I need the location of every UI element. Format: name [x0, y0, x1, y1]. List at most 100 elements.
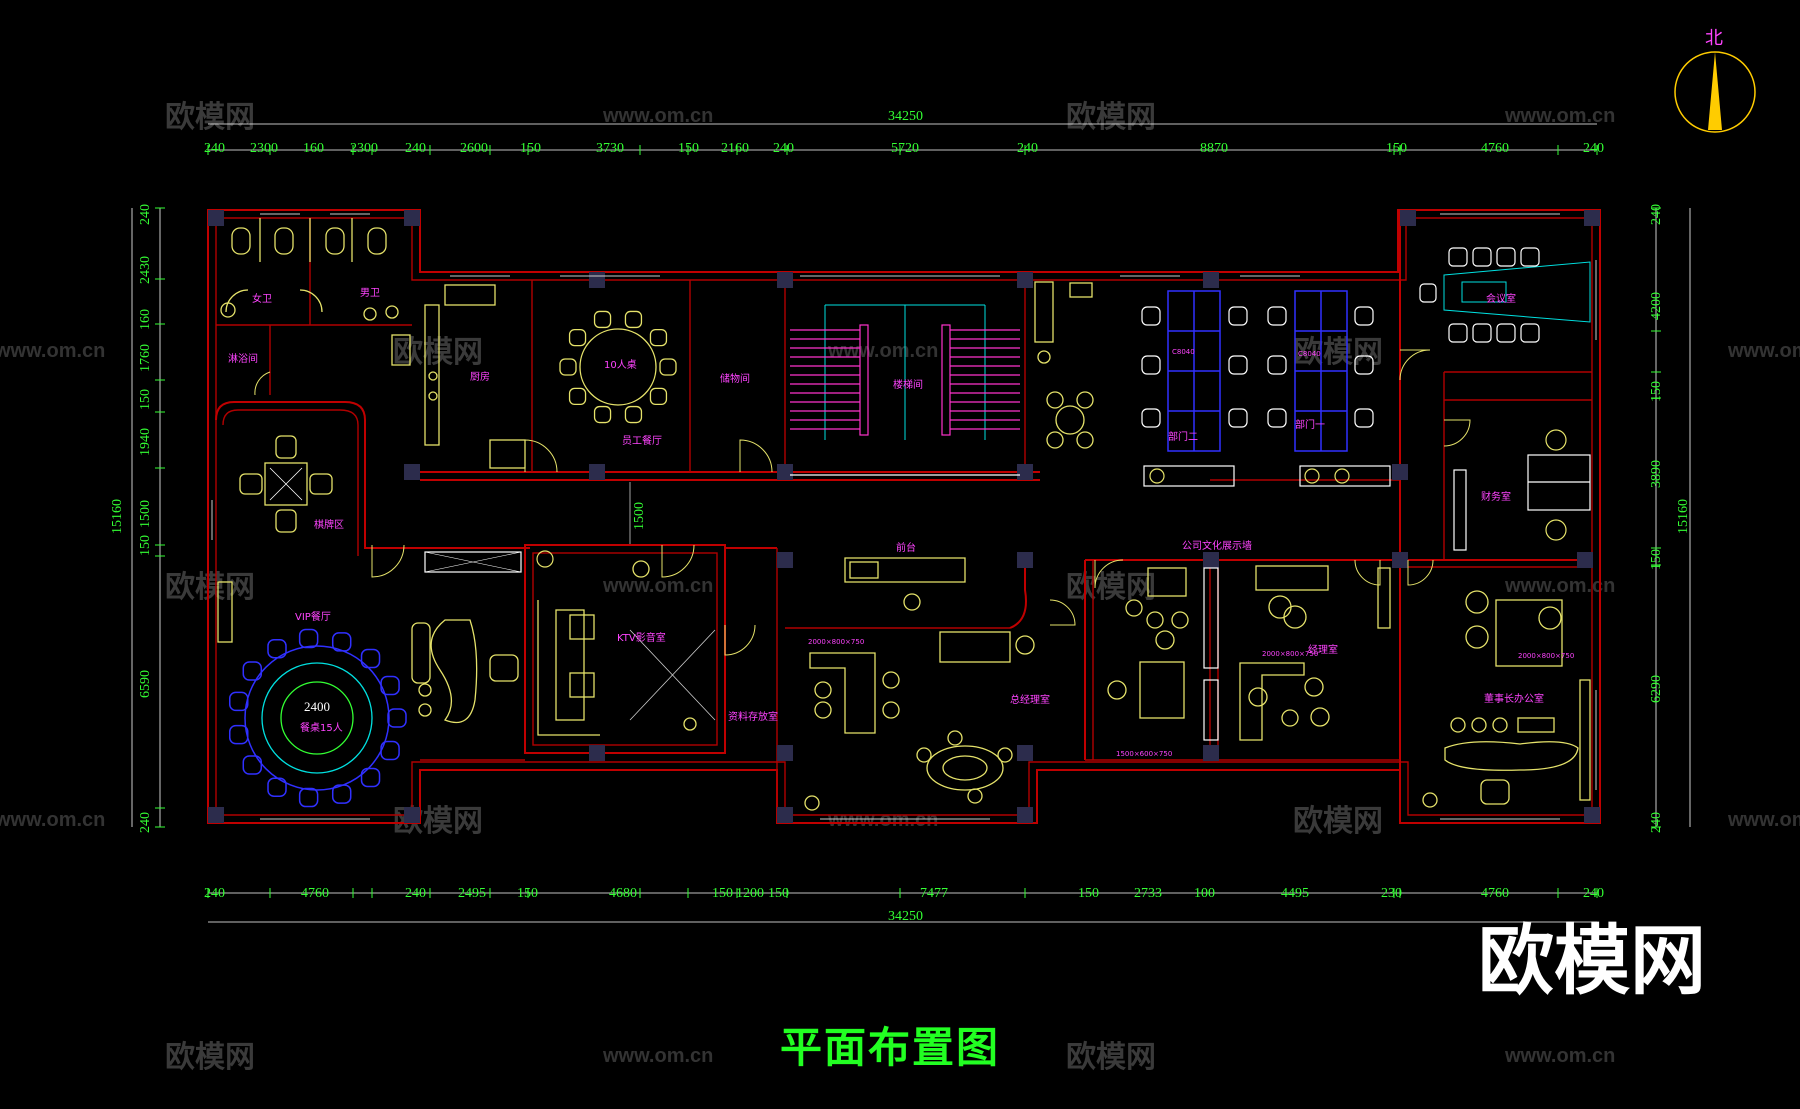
room-label-ktv: KTV影音室	[617, 631, 666, 644]
dim-label: 4680	[609, 886, 637, 901]
room-label-finance: 财务室	[1481, 490, 1511, 503]
dim-label: 2733	[1134, 886, 1162, 901]
dim-label: 150	[768, 886, 789, 901]
reception-desk	[844, 557, 966, 611]
walls	[207, 209, 1601, 824]
dim-label: 1500	[138, 500, 153, 528]
dim-label: 3890	[1649, 460, 1664, 488]
room-label-culture-wall: 公司文化展示墙	[1182, 539, 1252, 552]
right-total-dim: 15160	[1676, 499, 1691, 534]
dim-label: 240	[204, 141, 225, 156]
dim-label: 2495	[458, 886, 486, 901]
room-label-kitchen: 厨房	[470, 370, 490, 383]
left-total-dim: 15160	[110, 499, 125, 534]
watermark-url: www.om.cn	[1504, 1045, 1615, 1067]
office-lounge	[1034, 281, 1094, 449]
vip-sofa	[217, 581, 519, 724]
dim-label: 150	[517, 886, 538, 901]
watermark-text: 欧模网	[1066, 570, 1156, 605]
top-total-dim: 34250	[888, 109, 923, 124]
dim-label: 240	[1649, 812, 1664, 833]
dim-label: 4760	[1481, 141, 1509, 156]
conference-table	[1443, 261, 1591, 323]
room-label-vip: VIP餐厅	[295, 610, 331, 623]
desk-size-note: 2000×800×750	[1262, 650, 1318, 658]
watermark-url: www.om.cn	[827, 809, 938, 831]
desk-size-note: 2000×800×750	[1518, 652, 1574, 660]
watermark-url: www.om.cn	[1727, 809, 1800, 831]
ktv-seating	[537, 560, 716, 736]
desk-size-note: 1500×600×750	[1116, 750, 1172, 758]
dim-label: 150	[1386, 141, 1407, 156]
dimension-ticks	[155, 145, 1661, 898]
dim-label: 240	[405, 141, 426, 156]
room-label-storage: 储物间	[720, 372, 750, 385]
watermark-url: www.om.cn	[0, 809, 105, 831]
dim-label: 150	[520, 141, 541, 156]
dim-label: 6290	[1649, 675, 1664, 703]
kitchen-fixtures	[424, 284, 526, 469]
office-chairs	[1141, 306, 1374, 428]
vip-table-top	[261, 662, 373, 774]
culture-wall-fixtures	[1203, 567, 1219, 741]
dim-label: 2430	[138, 256, 153, 284]
room-label-male-wc: 男卫	[360, 287, 380, 299]
dim-label: 240	[138, 204, 153, 225]
dim-label: 240	[1649, 204, 1664, 225]
bottom-dimensions: 240 4760 240 2495 150 4680 150 1200 150 …	[204, 886, 1604, 924]
brand-logo: 欧模网	[1478, 916, 1706, 1005]
room-label-dept1: 部门一	[1295, 418, 1325, 431]
right-dimensions: 15160 240 4200 150 3890 150 6290 240	[1649, 204, 1691, 833]
dim-label: 240	[1583, 141, 1604, 156]
dim-label: 150	[138, 389, 153, 410]
north-label: 北	[1705, 28, 1723, 49]
room-label-table10: 10人桌	[604, 358, 637, 371]
room-label-female-wc: 女卫	[252, 292, 272, 305]
gm-furniture	[804, 631, 1035, 811]
dim-label: 2300	[350, 141, 378, 156]
watermark-url: www.om.cn	[602, 1045, 713, 1067]
top-dimensions: 34250 240 2300 160 2300 240 2600 150 373…	[204, 109, 1604, 156]
dimension-lines	[131, 123, 1691, 923]
room-label-chess: 棋牌区	[314, 518, 344, 531]
watermark-text: 欧模网	[165, 100, 255, 135]
round-table-10	[559, 310, 677, 424]
dim-label: 4200	[1649, 292, 1664, 320]
watermark-text: 欧模网	[1293, 804, 1383, 839]
room-label-dept2: 部门二	[1168, 430, 1198, 443]
cabinet-note: C8040	[1298, 350, 1321, 358]
dim-label: 100	[1194, 886, 1215, 901]
furniture	[217, 218, 1591, 811]
dim-label: 8870	[1200, 141, 1228, 156]
room-label-table15: 餐桌15人	[300, 721, 343, 734]
dim-label: 1760	[138, 344, 153, 372]
vip-table-diameter: 2400	[304, 699, 330, 714]
dim-label: 240	[405, 886, 426, 901]
room-label-conference: 会议室	[1486, 292, 1516, 305]
doors	[254, 349, 1471, 656]
dim-label: 160	[303, 141, 324, 156]
north-arrow: 北	[1674, 28, 1756, 133]
dim-label: 3730	[596, 141, 624, 156]
watermark-text: 欧模网	[1293, 335, 1383, 370]
chairman-furniture	[1422, 590, 1591, 808]
dim-label: 2600	[460, 141, 488, 156]
dim-label: 150	[678, 141, 699, 156]
room-label-archive: 资料存放室	[728, 710, 778, 723]
dim-label: 6590	[138, 670, 153, 698]
dim-label: 240	[204, 886, 225, 901]
dim-label: 150	[1649, 549, 1664, 570]
dept1-workstations	[1294, 290, 1348, 452]
dim-label: 150	[138, 535, 153, 556]
dim-label: 240	[1017, 141, 1038, 156]
dept2-workstations	[1167, 290, 1221, 452]
room-label-gm: 总经理室	[1010, 693, 1050, 706]
watermark-text: 欧模网	[165, 1040, 255, 1075]
round-table-15	[228, 628, 407, 808]
room-label-stairs: 楼梯间	[893, 378, 923, 391]
left-dimensions: 15160 240 2430 160 1760 150 1940 1500 15…	[110, 204, 153, 833]
plan-title: 平面布置图	[780, 1023, 1000, 1072]
watermark-url: www.om.cn	[602, 105, 713, 127]
dim-label: 240	[773, 141, 794, 156]
